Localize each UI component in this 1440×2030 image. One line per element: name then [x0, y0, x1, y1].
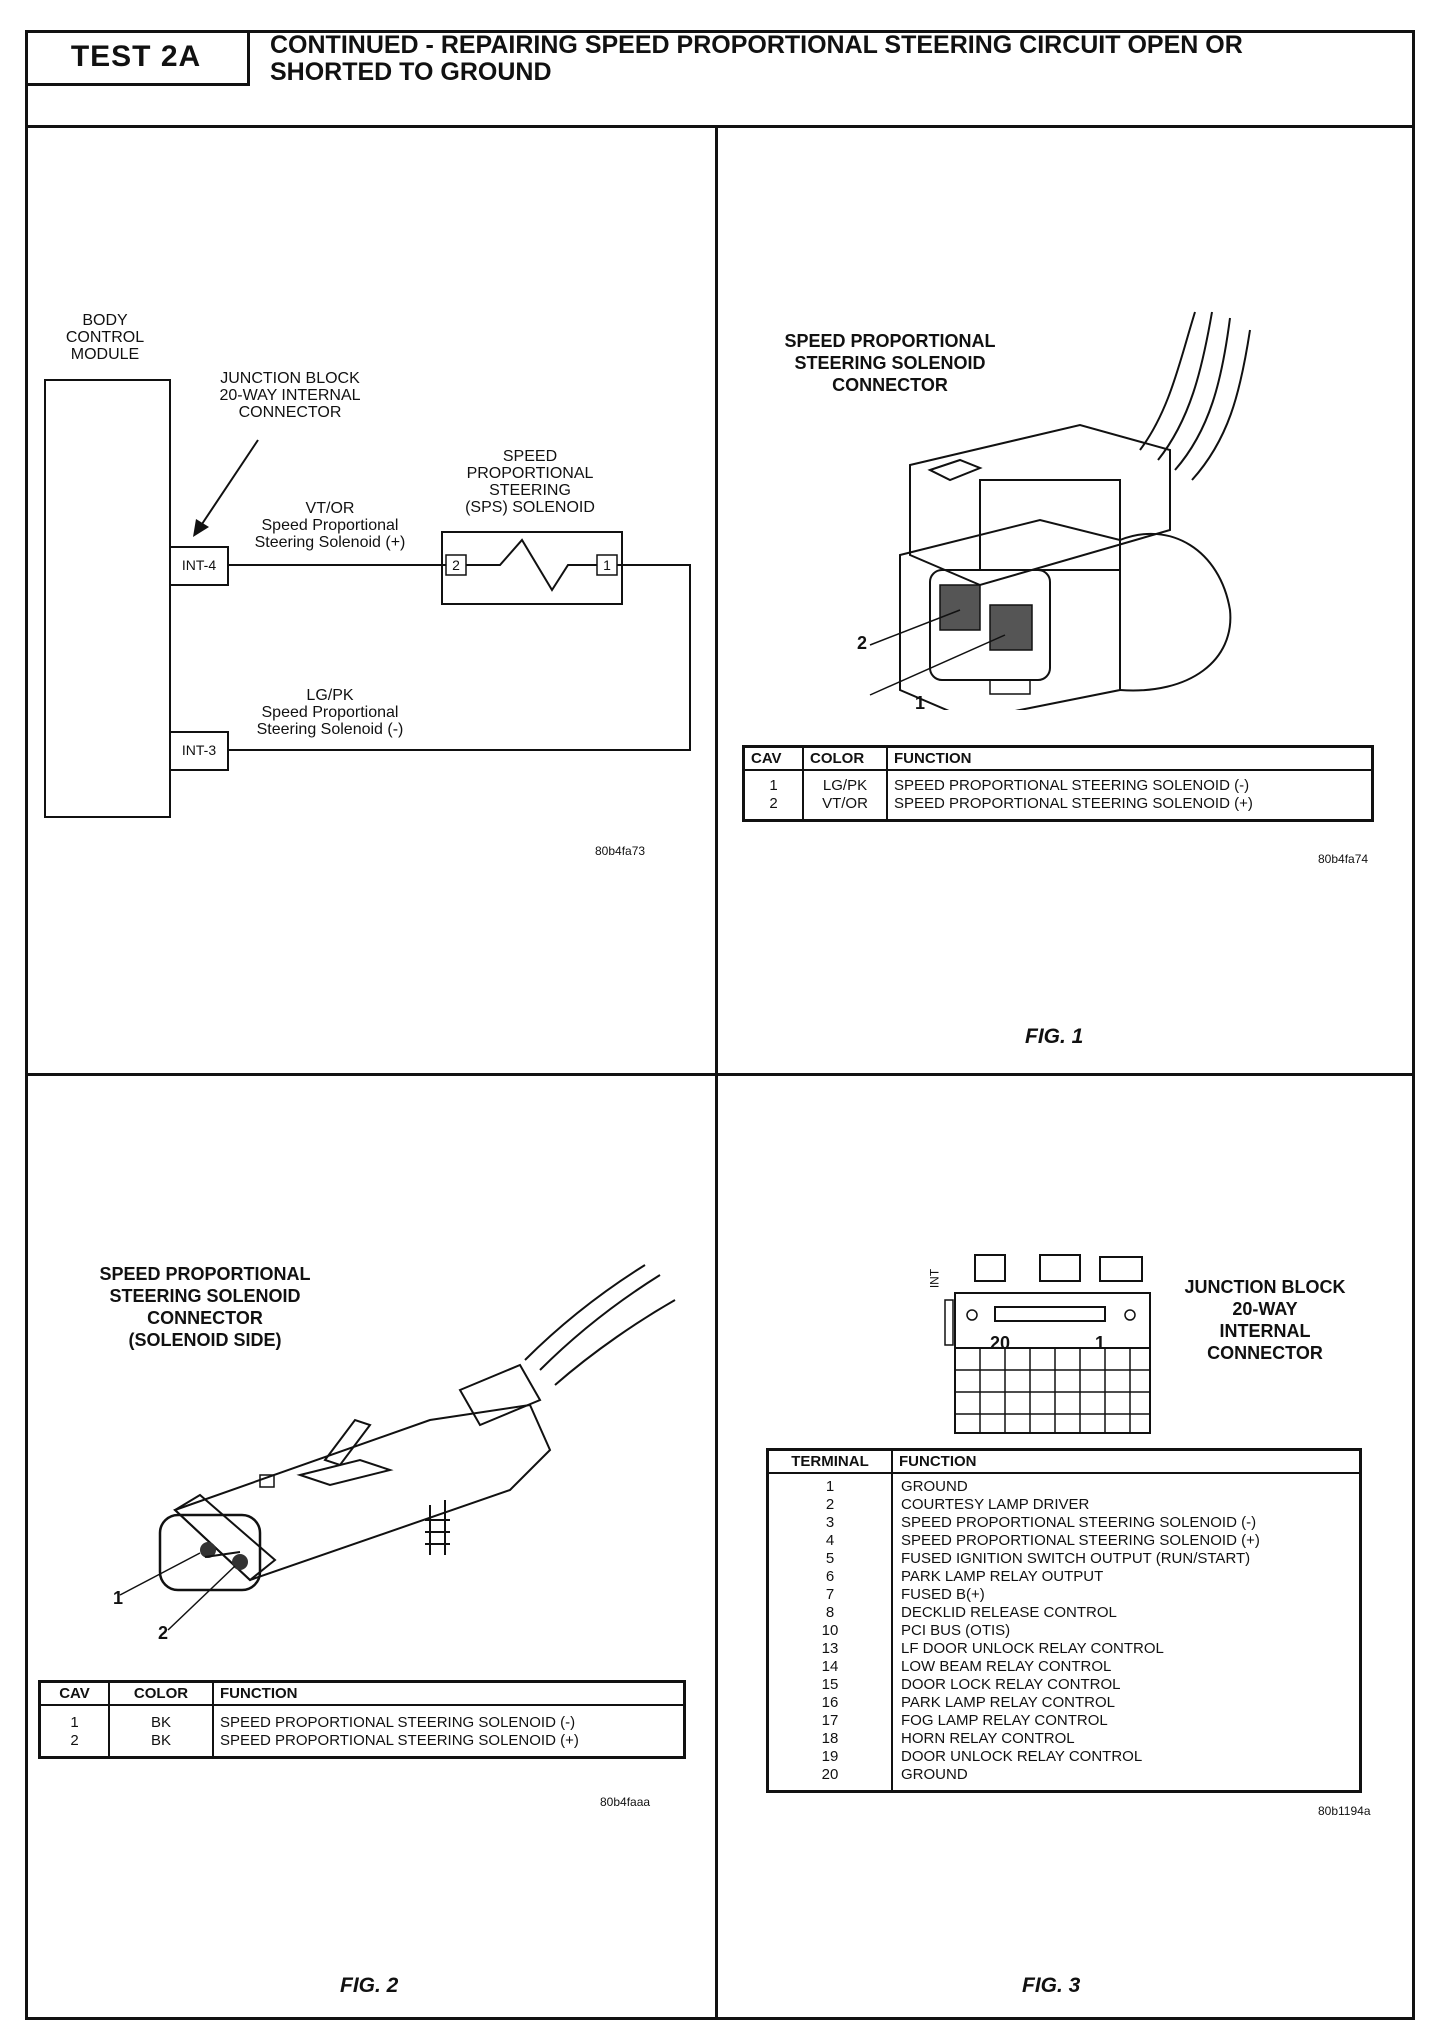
fig2-code: 80b4faaa [600, 1795, 651, 1809]
pin-int3-label: INT-3 [181, 742, 217, 758]
title-line-2: SHORTED TO GROUND [270, 58, 552, 86]
fig2-table: CAV COLOR FUNCTION 1 BK SPEED PROPORTION… [38, 1680, 686, 1759]
table-row: 1 BK SPEED PROPORTIONAL STEERING SOLENOI… [40, 1705, 685, 1732]
col-function: FUNCTION [891, 1449, 1361, 1474]
fig1-connector-illustration [869, 311, 1251, 710]
pin-int4-label: INT-4 [181, 557, 217, 573]
fig3-code: 80b1194a [1318, 1804, 1371, 1818]
title-line-1: CONTINUED - REPAIRING SPEED PROPORTIONAL… [270, 31, 1243, 59]
fig3-junction-block-illustration [944, 1254, 1151, 1434]
fig2-caption: FIG. 2 [340, 1974, 399, 1997]
fig1-code: 80b4fa74 [1318, 852, 1369, 866]
col-terminal: TERMINAL [767, 1449, 892, 1474]
table-row: 1 LG/PK SPEED PROPORTIONAL STEERING SOLE… [744, 770, 1373, 795]
page-frame [25, 30, 1415, 2020]
fig1-callout-2: 2 [856, 633, 867, 653]
header-divider [25, 125, 1415, 128]
sol-pin1-label: 1 [603, 557, 611, 573]
sps-solenoid-box [441, 531, 623, 605]
page-title: CONTINUED - REPAIRING SPEED PROPORTIONAL… [270, 32, 1390, 86]
fig1-caption: FIG. 1 [1025, 1025, 1084, 1048]
fig2-callout-2: 2 [157, 1623, 168, 1643]
fig2-callout-1: 1 [112, 1588, 123, 1608]
fig1-callout-1: 1 [914, 693, 925, 713]
fig3-pin-1: 1 [1094, 1333, 1105, 1353]
col-color: COLOR [108, 1681, 213, 1706]
table-row: 2 VT/OR SPEED PROPORTIONAL STEERING SOLE… [744, 795, 1373, 821]
solenoid-coil [466, 538, 597, 592]
fig3-pin-20: 20 [989, 1333, 1011, 1353]
table-row: 2 BK SPEED PROPORTIONAL STEERING SOLENOI… [40, 1732, 685, 1758]
fig2-connector-illustration [119, 1264, 676, 1631]
fig3-caption: FIG. 3 [1022, 1974, 1081, 1997]
test-label: TEST 2A [25, 30, 250, 86]
schematic-code: 80b4fa73 [595, 844, 646, 858]
col-function: FUNCTION [886, 746, 1373, 771]
col-cav: CAV [39, 1681, 109, 1706]
col-cav: CAV [743, 746, 803, 771]
sol-pin2-label: 2 [452, 557, 460, 573]
fig1-table: CAV COLOR FUNCTION 1 LG/PK SPEED PROPORT… [742, 745, 1374, 822]
junction-arrow [199, 439, 259, 528]
schematic-wiring [44, 379, 691, 818]
horizontal-divider [25, 1073, 1415, 1076]
junction-arrowhead [193, 519, 209, 537]
bcm-box [44, 379, 171, 818]
col-function: FUNCTION [212, 1681, 685, 1706]
vertical-divider [715, 125, 718, 2020]
fig3-side-label: INT [927, 1268, 942, 1289]
wire-lg-pk [228, 564, 691, 751]
col-color: COLOR [802, 746, 887, 771]
